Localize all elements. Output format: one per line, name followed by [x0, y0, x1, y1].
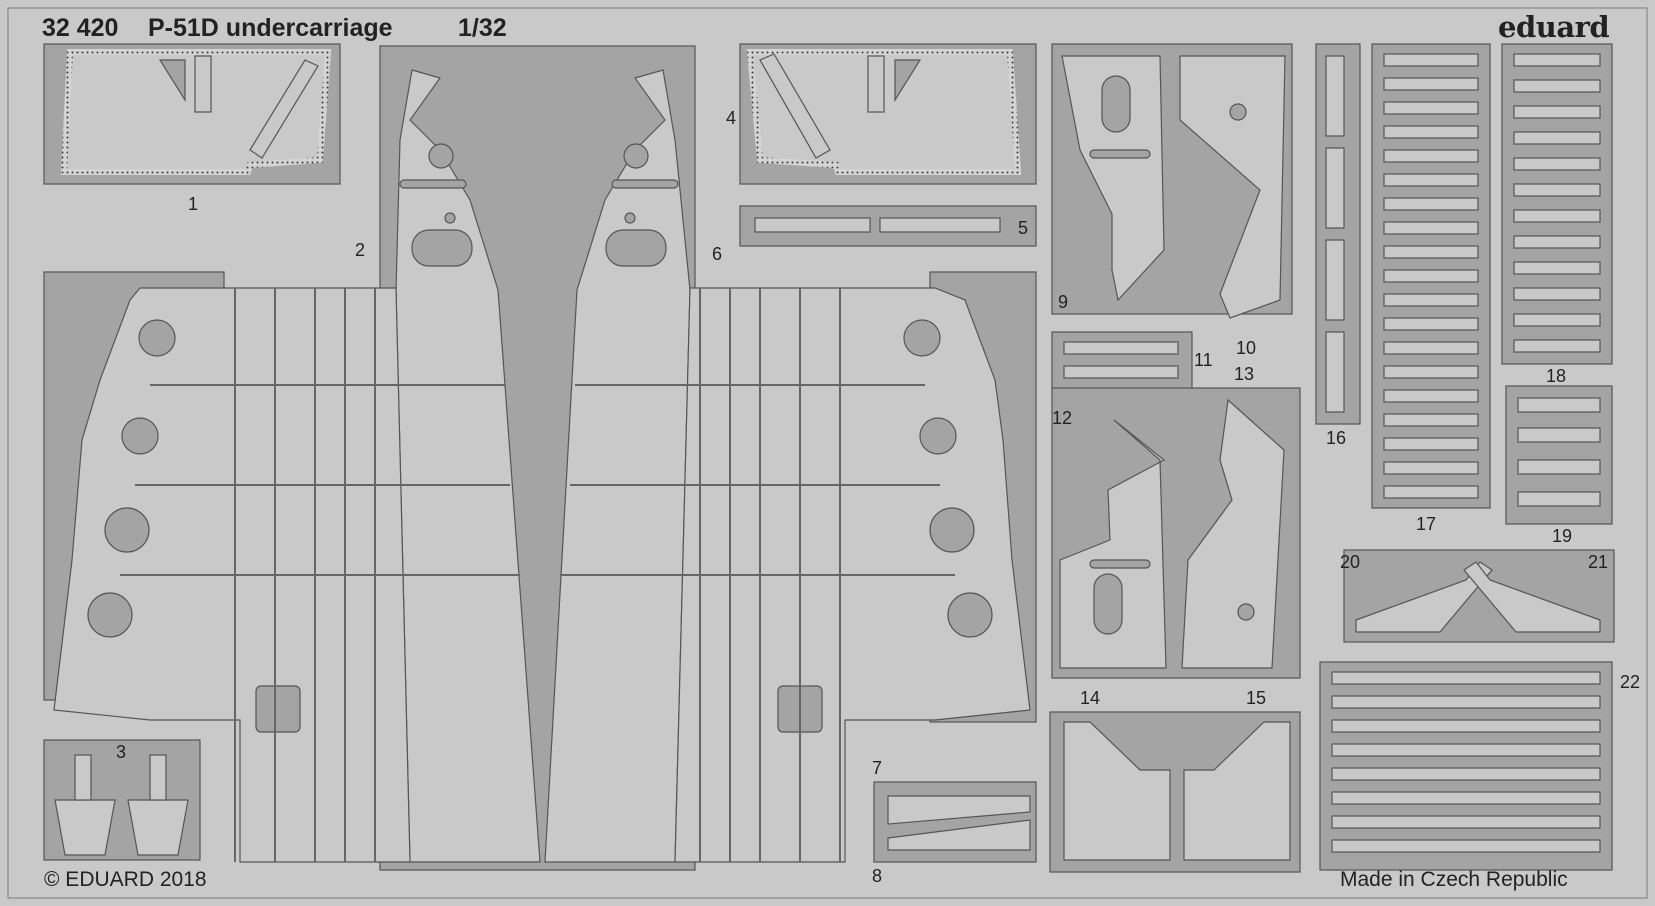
part-17-strip: [1383, 341, 1479, 355]
part-18-strip: [1513, 183, 1601, 197]
part-18-strip: [1513, 131, 1601, 145]
part-18-strip: [1513, 105, 1601, 119]
part-18-strip: [1513, 235, 1601, 249]
part-number-8: 8: [872, 866, 883, 886]
part-18-strip: [1513, 287, 1601, 301]
part-5: [739, 205, 1037, 247]
part-17-strip: [1383, 149, 1479, 163]
fret-scale: 1/32: [458, 14, 507, 42]
part-3: [43, 739, 201, 861]
part-number-11: 11: [1194, 350, 1213, 370]
part-17-strip: [1383, 77, 1479, 91]
part-17-strip: [1383, 485, 1479, 499]
part-number-22: 22: [1620, 672, 1641, 692]
part-18-strip: [1513, 261, 1601, 275]
part-17-strip: [1383, 437, 1479, 451]
part-17-strip: [1383, 125, 1479, 139]
part-number-17: 17: [1416, 514, 1437, 534]
part-11: [1051, 331, 1193, 393]
part-17-strip: [1383, 389, 1479, 403]
part-22-strip: [1331, 719, 1601, 733]
part-22-strip: [1331, 671, 1601, 685]
part-number-7: 7: [872, 758, 883, 778]
part-18-strip: [1513, 313, 1601, 327]
brand-logo: eduard: [1498, 10, 1610, 44]
part-number-1: 1: [188, 194, 199, 214]
part-18-strip: [1513, 157, 1601, 171]
part-number-13: 13: [1234, 364, 1255, 384]
part-17-strip: [1383, 245, 1479, 259]
part-22-strip: [1331, 743, 1601, 757]
fret-title: P-51D undercarriage: [148, 14, 393, 42]
part-17-strip: [1383, 221, 1479, 235]
door-ribs: [120, 288, 955, 862]
part-number-18: 18: [1546, 366, 1567, 386]
part-22-strip: [1331, 695, 1601, 709]
part-17-strip: [1383, 317, 1479, 331]
part-17-strip: [1383, 461, 1479, 475]
part-16: [1315, 43, 1361, 425]
part-14-15: [1049, 711, 1301, 873]
part-22-strip: [1331, 791, 1601, 805]
part-7-8: [873, 781, 1037, 863]
part-number-12: 12: [1052, 408, 1073, 428]
part-20-21: [1343, 549, 1615, 643]
part-number-9: 9: [1058, 292, 1069, 312]
part-17-strip: [1383, 269, 1479, 283]
part-number-4: 4: [726, 108, 737, 128]
part-12-13: [1051, 387, 1301, 679]
part-17-strip: [1383, 413, 1479, 427]
part-17-strip: [1383, 53, 1479, 67]
part-17-strip: [1383, 101, 1479, 115]
part-number-20: 20: [1340, 552, 1361, 572]
part-4: [739, 43, 1037, 185]
part-18: [1501, 43, 1613, 365]
part-number-6: 6: [712, 244, 723, 264]
part-19: [1505, 385, 1613, 525]
part-17-strip: [1383, 293, 1479, 307]
part-number-14: 14: [1080, 688, 1101, 708]
part-17-strip: [1383, 173, 1479, 187]
fret-frame: [7, 7, 1648, 899]
fret-code: 32 420: [42, 14, 119, 42]
part-18-strip: [1513, 53, 1601, 67]
part-number-10: 10: [1236, 338, 1257, 358]
part-17-strip: [1383, 365, 1479, 379]
part-22-strip: [1331, 839, 1601, 853]
part-9-10: [1051, 43, 1293, 319]
part-number-3: 3: [116, 742, 127, 762]
part-17-strip: [1383, 197, 1479, 211]
part-18-strip: [1513, 339, 1601, 353]
part-number-21: 21: [1588, 552, 1609, 572]
part-number-16: 16: [1326, 428, 1347, 448]
made-in-text: Made in Czech Republic: [1340, 868, 1568, 891]
part-number-5: 5: [1018, 218, 1029, 238]
part-22-strip: [1331, 815, 1601, 829]
part-6: [544, 69, 1031, 863]
part-22: [1319, 661, 1613, 871]
part-18-strip: [1513, 209, 1601, 223]
part-number-19: 19: [1552, 526, 1573, 546]
part-17: [1371, 43, 1491, 509]
copyright-text: © EDUARD 2018: [44, 868, 207, 891]
part-1: [43, 43, 341, 185]
part-number-15: 15: [1246, 688, 1267, 708]
part-18-strip: [1513, 79, 1601, 93]
part-22-strip: [1331, 767, 1601, 781]
part-number-2: 2: [355, 240, 366, 260]
